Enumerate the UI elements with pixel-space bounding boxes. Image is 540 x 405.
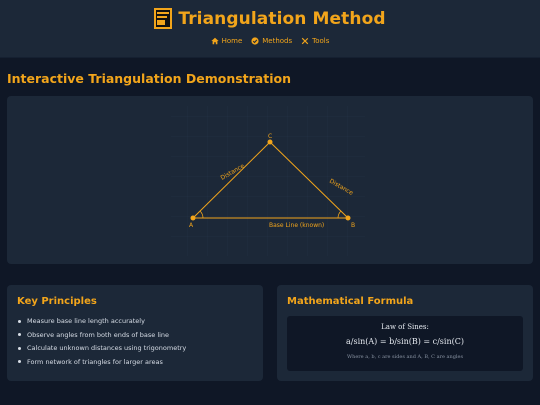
triangulation-demo[interactable]: A B C Distance Distance Base Line (known… [7,96,533,264]
diagram-grid [171,106,365,256]
formula-label: Law of Sines: [381,323,429,331]
point-b-label: B [351,222,355,229]
list-item: Measure base line length accurately [17,317,186,331]
list-item: Calculate unknown distances using trigon… [17,344,186,358]
nav-methods-label: Methods [262,37,293,45]
nav-home[interactable]: Home [210,37,243,45]
nav-methods[interactable]: Methods [251,37,292,45]
point-b[interactable] [345,215,351,221]
site-title: Triangulation Method [178,8,386,29]
point-c[interactable] [267,139,273,145]
formula-note: Where a, b, c are sides and A, B, C are … [346,354,464,360]
nav-home-label: Home [221,37,243,45]
formula-box: Law of Sines: a/sin(A) = b/sin(B) = c/si… [287,316,523,371]
list-item: Form network of triangles for larger are… [17,358,186,372]
home-icon [210,37,219,45]
check-circle-icon [251,37,259,45]
triangulation-logo-icon [154,8,173,29]
demo-section-title: Interactive Triangulation Demonstration [7,71,291,86]
nav-tools[interactable]: Tools [301,37,329,45]
site-header: Triangulation Method Home Methods Tools [0,0,540,58]
side-bc [269,141,349,219]
nav-tools-label: Tools [312,37,330,45]
formula-title: Mathematical Formula [287,296,414,307]
triangulation-diagram: A B C Distance Distance Base Line (known… [171,106,365,256]
point-a-label: A [189,222,194,229]
angle-a-arc [199,210,204,219]
formula-equation: a/sin(A) = b/sin(B) = c/sin(C) [346,337,464,346]
angle-b-arc [337,210,342,219]
point-c-label: C [268,133,272,140]
main-nav: Home Methods Tools [0,37,540,45]
formula-card: Mathematical Formula Law of Sines: a/sin… [277,285,533,381]
key-principles-title: Key Principles [17,296,97,307]
brand: Triangulation Method [0,8,540,29]
side-ac [192,141,271,219]
point-a[interactable] [190,215,196,221]
base-line-label: Base Line (known) [269,222,324,229]
key-principles-card: Key Principles Measure base line length … [7,285,263,381]
principles-list: Measure base line length accurately Obse… [17,317,186,371]
list-item: Observe angles from both ends of base li… [17,331,186,345]
tools-icon [301,37,309,45]
